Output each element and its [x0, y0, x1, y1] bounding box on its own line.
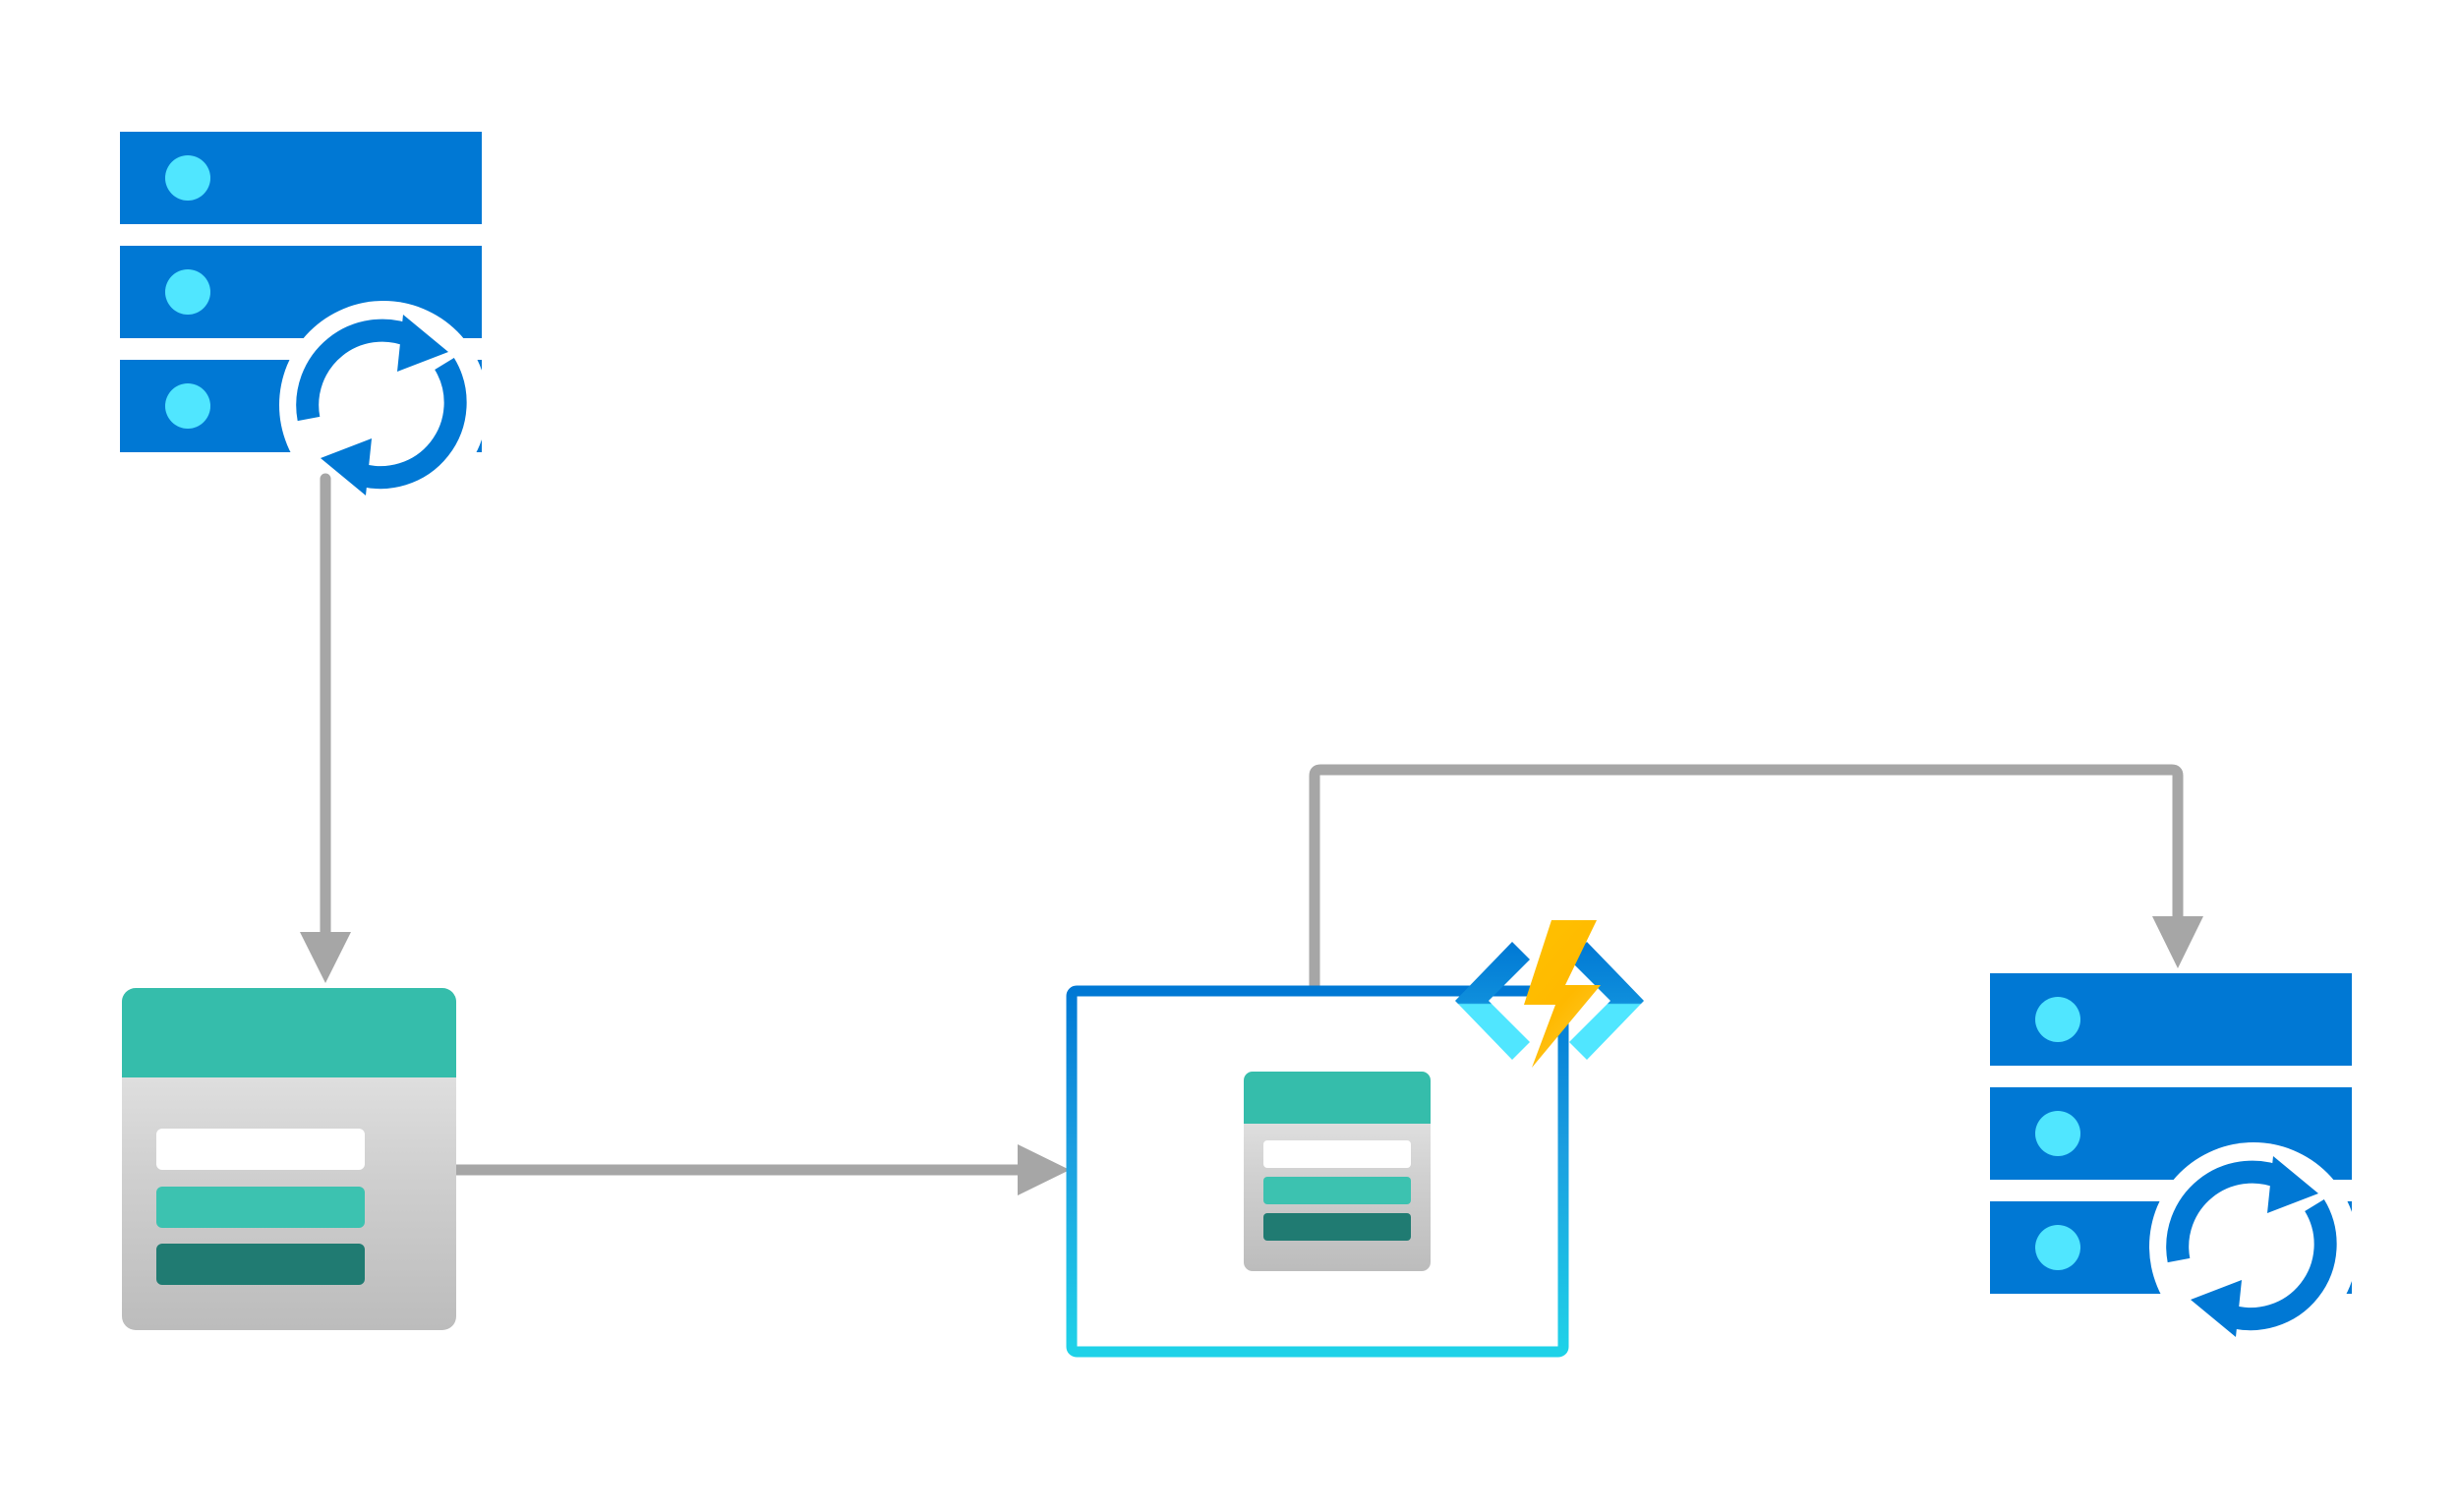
sync-arc-bottom: [2224, 1199, 2337, 1331]
azure-functions-logo-hit[interactable]: [1455, 920, 1644, 1062]
table-header: [122, 988, 456, 1077]
sync-arrowhead-top-icon: [397, 315, 448, 372]
connector-function-to-target-database: [1309, 764, 2203, 995]
connector-line: [1309, 764, 2184, 995]
db-status-dot-1-icon: [165, 155, 210, 201]
sync-arrowhead-bottom-icon: [321, 438, 372, 495]
arrowhead-down-icon: [300, 932, 351, 983]
table-row: [156, 1129, 365, 1170]
inner-table-icon: [1244, 1072, 1431, 1271]
sync-refresh-icon[interactable]: [296, 315, 467, 495]
connector-source-to-dataset: [300, 473, 351, 983]
sync-arrowhead-bottom-icon: [2191, 1280, 2242, 1337]
inner-table-row: [1263, 1213, 1411, 1241]
target-database-icon[interactable]: [1990, 973, 2352, 1337]
angle-bracket-left-icon: [1455, 942, 1530, 1060]
db-status-dot-2-icon: [165, 269, 210, 315]
source-database-hit[interactable]: [108, 118, 501, 511]
lightning-bolt-icon: [1524, 920, 1601, 1068]
dataset-table-icon[interactable]: [122, 988, 456, 1330]
db-status-dot-3-icon: [2035, 1225, 2080, 1270]
db-status-dot-3-icon: [165, 383, 210, 429]
azure-functions-logo-icon[interactable]: [1455, 920, 1644, 1068]
sync-arc-top: [2166, 1160, 2286, 1263]
sync-arrowhead-top-icon: [2267, 1156, 2318, 1213]
target-database-hit[interactable]: [1976, 960, 2370, 1353]
db-status-dot-2-icon: [2035, 1111, 2080, 1156]
inner-table-row: [1263, 1177, 1411, 1204]
arrowhead-down-icon: [2152, 916, 2203, 968]
arrowhead-right-icon: [1018, 1144, 1070, 1195]
angle-bracket-right-icon: [1569, 942, 1644, 1060]
table-row: [156, 1187, 365, 1228]
azure-function-box[interactable]: [1066, 985, 1569, 1358]
connector-layer: [300, 473, 2203, 1195]
connector-dataset-to-function: [450, 1144, 1070, 1195]
inner-table-row: [1263, 1140, 1411, 1168]
sync-arc-top: [296, 319, 416, 422]
sync-arc-bottom: [354, 358, 467, 490]
source-database-icon[interactable]: [120, 132, 482, 495]
db-status-dot-1-icon: [2035, 997, 2080, 1042]
dataset-table-hit[interactable]: [118, 983, 462, 1337]
sync-refresh-icon[interactable]: [2166, 1156, 2337, 1337]
table-row: [156, 1244, 365, 1285]
inner-table-header: [1244, 1072, 1431, 1124]
